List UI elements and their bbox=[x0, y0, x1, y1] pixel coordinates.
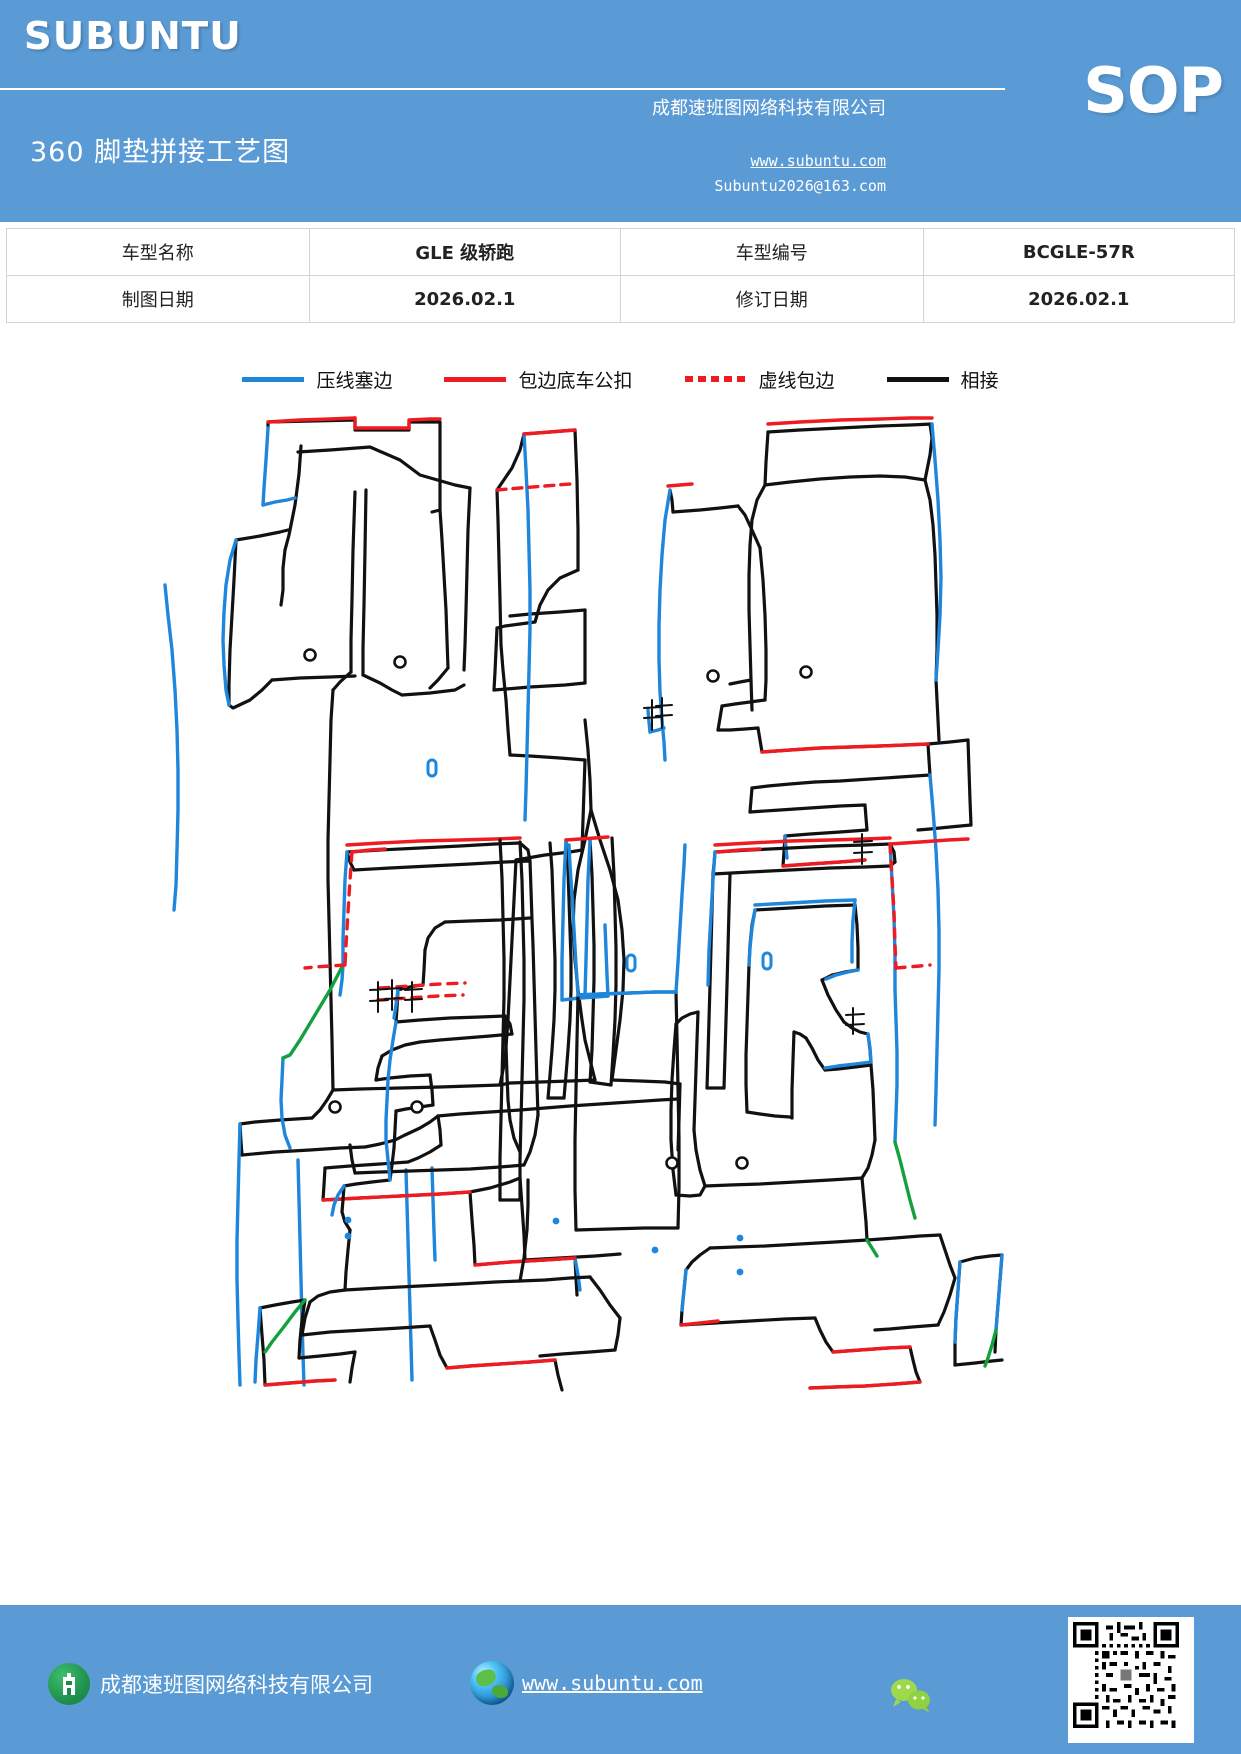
legend-swatch-blue-line-icon bbox=[242, 376, 305, 382]
qr-code bbox=[1068, 1617, 1194, 1743]
page-footer: 成都速班图网络科技有限公司 www.subuntu.com bbox=[0, 1605, 1241, 1754]
legend-item-dashed-edge: 虚线包边 bbox=[684, 366, 835, 393]
mat-piece-front-right bbox=[668, 422, 973, 868]
label-draw-date: 制图日期 bbox=[6, 275, 310, 323]
globe-icon bbox=[470, 1661, 514, 1705]
header-divider bbox=[0, 88, 1005, 90]
technical-drawing bbox=[0, 400, 1241, 1430]
wechat-icon bbox=[888, 1677, 934, 1713]
footer-website-link[interactable]: www.subuntu.com bbox=[522, 1671, 703, 1695]
footer-company-name: 成都速班图网络科技有限公司 bbox=[100, 1673, 373, 1697]
value-model-code: BCGLE-57R bbox=[922, 228, 1236, 276]
mat-edge-blue-rear-left bbox=[253, 838, 610, 1384]
table-row: 车型名称 GLE 级轿跑 车型编号 BCGLE-57R bbox=[6, 228, 1236, 276]
mat-edge-green-rear-right bbox=[865, 1140, 998, 1368]
legend-label: 相接 bbox=[960, 369, 999, 392]
legend-label: 包边底车公扣 bbox=[518, 369, 633, 392]
mat-eyelet-hole bbox=[303, 648, 813, 1170]
legend-swatch-red-line-icon bbox=[444, 376, 507, 382]
label-model-code: 车型编号 bbox=[619, 228, 924, 276]
legend-label: 虚线包边 bbox=[758, 369, 835, 392]
brand-logo: SUBUNTU bbox=[23, 14, 242, 58]
label-model-name: 车型名称 bbox=[6, 228, 310, 276]
legend-item-press-edge: 压线塞边 bbox=[242, 366, 392, 393]
value-revision-date: 2026.02.1 bbox=[922, 275, 1236, 323]
mat-dot-marker bbox=[344, 1216, 744, 1276]
sop-badge: SOP bbox=[1083, 54, 1224, 127]
value-model-name: GLE 级轿跑 bbox=[308, 228, 621, 276]
footer-company: 成都速班图网络科技有限公司 bbox=[48, 1663, 373, 1705]
legend-swatch-black-line-icon bbox=[886, 376, 949, 382]
mat-edge-red-dotted-front-left bbox=[495, 482, 572, 492]
mat-piece-center-tunnel bbox=[573, 990, 681, 1232]
page-header: SUBUNTU 360 脚垫拼接工艺图 成都速班图网络科技有限公司 www.su… bbox=[0, 0, 1241, 222]
buckle-marker-rear-right bbox=[845, 833, 873, 1035]
mat-piece-rear-right bbox=[669, 842, 1004, 1390]
mat-piece-rear-center bbox=[498, 838, 526, 1202]
table-row: 制图日期 2026.02.1 修订日期 2026.02.1 bbox=[6, 275, 1236, 323]
page-title: 360 脚垫拼接工艺图 bbox=[30, 137, 291, 168]
label-revision-date: 修订日期 bbox=[619, 275, 924, 323]
mat-edge-red-dotted-rear-left bbox=[303, 850, 467, 1002]
floor-mat-diagram-svg bbox=[163, 416, 1004, 1392]
mat-edge-red-front-left bbox=[266, 416, 577, 1267]
vehicle-info-table: 车型名称 GLE 级轿跑 车型编号 BCGLE-57R 制图日期 2026.02… bbox=[6, 228, 1236, 323]
mat-edge-blue-center bbox=[567, 843, 687, 997]
value-draw-date: 2026.02.1 bbox=[308, 275, 621, 323]
legend-item-buckle: 包边底车公扣 bbox=[444, 366, 633, 393]
mat-edge-red-rear-right bbox=[679, 836, 970, 1390]
header-company-name: 成都速班图网络科技有限公司 bbox=[652, 98, 886, 119]
legend-item-joint: 相接 bbox=[886, 366, 999, 393]
legend-label: 压线塞边 bbox=[316, 369, 393, 392]
building-icon bbox=[48, 1663, 90, 1705]
mat-edge-red-front-right bbox=[666, 416, 934, 868]
header-email: Subuntu2026@163.com bbox=[714, 177, 886, 195]
header-website-link[interactable]: www.subuntu.com bbox=[750, 152, 886, 170]
legend-swatch-red-dotted-line-icon bbox=[684, 376, 747, 382]
footer-website[interactable]: www.subuntu.com bbox=[470, 1661, 703, 1705]
legend: 压线塞边 包边底车公扣 虚线包边 相接 bbox=[0, 358, 1241, 400]
mat-slot-marker bbox=[426, 758, 773, 973]
buckle-marker bbox=[643, 697, 673, 731]
buckle-marker-rear-left bbox=[369, 979, 423, 1013]
mat-edge-red-dotted-rear-right bbox=[888, 842, 932, 970]
mat-edge-blue-front-left bbox=[163, 426, 582, 1387]
mat-edge-red-rear-left bbox=[263, 835, 610, 1387]
mat-edge-green-rear-left bbox=[263, 963, 345, 1354]
